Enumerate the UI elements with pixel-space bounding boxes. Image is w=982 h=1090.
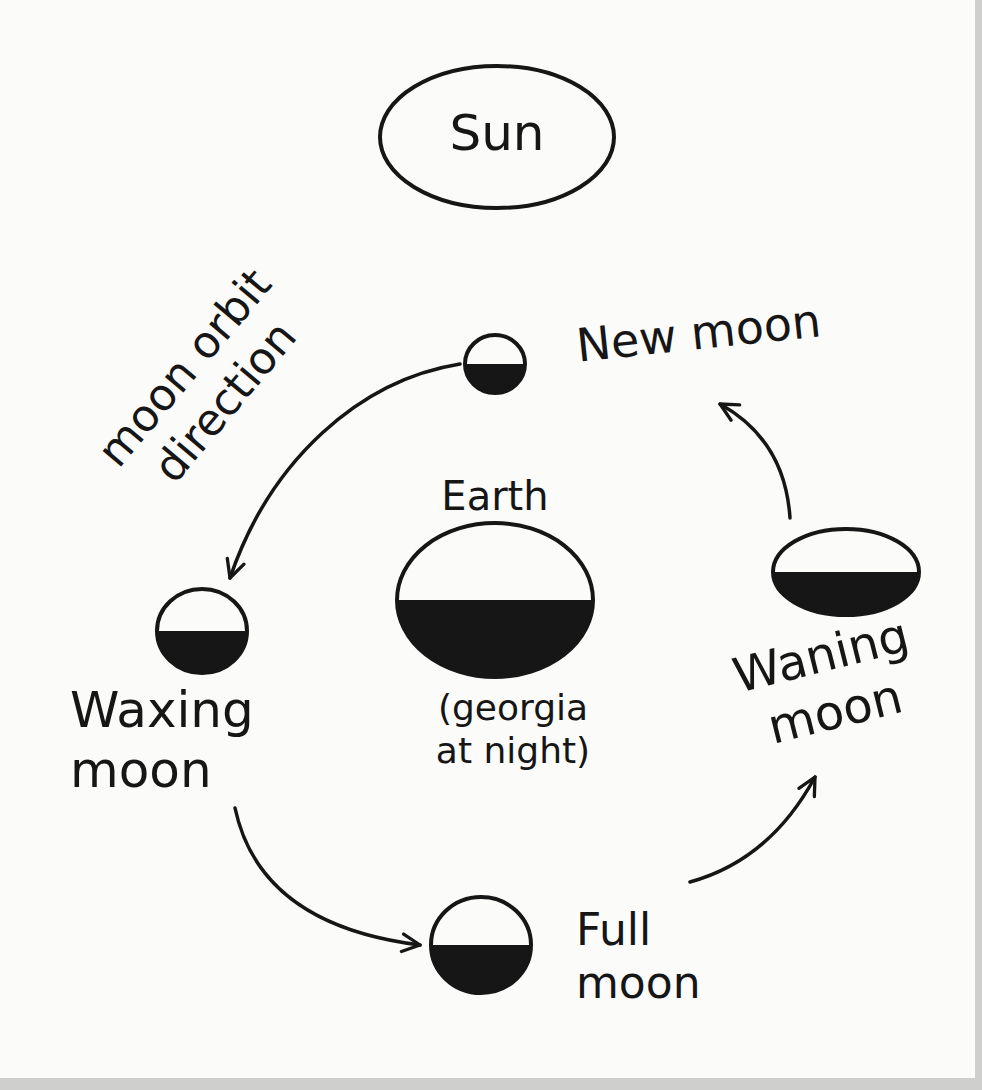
earth-heading: Earth — [388, 472, 602, 520]
phase-label: Waning moon — [698, 599, 959, 769]
night-side — [157, 631, 247, 673]
half-lit-globe — [154, 586, 250, 676]
earth-note: (georgia at night) — [428, 686, 598, 772]
phase-label: New moon — [574, 293, 824, 374]
moon-phase: Waxing moon — [70, 578, 348, 808]
moon-phase: Waning moon — [708, 518, 967, 777]
earth-circle: Earth (georgia at night) — [388, 468, 610, 781]
sun-circle: Sun — [377, 63, 625, 219]
half-lit-globe — [428, 894, 534, 996]
outline — [773, 529, 919, 615]
orbit-arrow — [235, 808, 420, 945]
night-side — [465, 364, 525, 393]
phase-label: Waxing moon — [70, 680, 340, 800]
half-lit-globe — [394, 520, 596, 680]
night-side — [431, 945, 531, 993]
phase-label: Full moon — [576, 904, 726, 1010]
outline — [157, 589, 247, 673]
orbit-note: moon orbit direction — [81, 251, 329, 518]
moon-phase: Full moon — [420, 882, 734, 1018]
sun-label: Sun — [377, 103, 617, 163]
moon-phase: New moon — [460, 292, 832, 404]
night-side — [397, 600, 593, 677]
outline — [431, 897, 531, 993]
half-lit-globe — [770, 526, 922, 618]
orbit-arrow — [720, 404, 790, 518]
half-lit-globe — [462, 332, 528, 396]
outline — [397, 523, 593, 677]
outline — [465, 335, 525, 393]
orbit-arrow — [690, 777, 815, 882]
